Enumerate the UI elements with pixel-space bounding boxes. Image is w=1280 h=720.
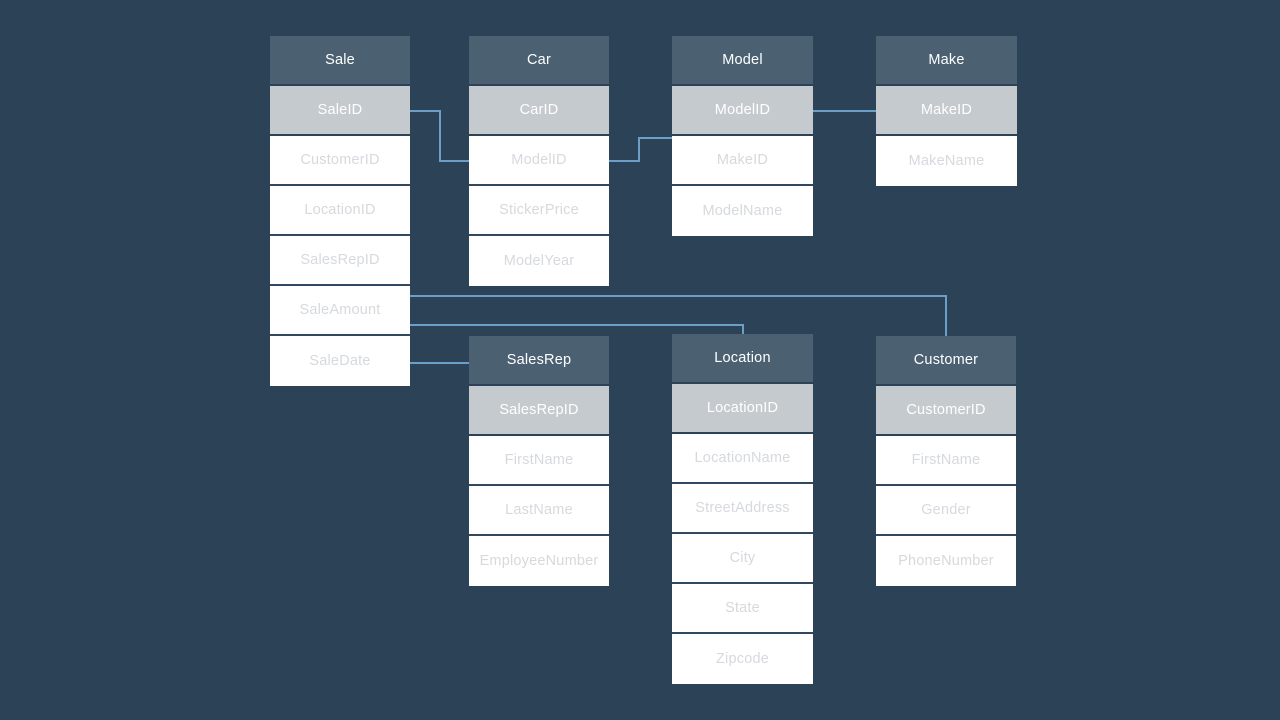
field-locationid[interactable]: LocationID (270, 186, 410, 236)
field-modelyear[interactable]: ModelYear (469, 236, 609, 286)
entity-title-make: Make (876, 36, 1017, 86)
field-saledate[interactable]: SaleDate (270, 336, 410, 386)
field-state[interactable]: State (672, 584, 813, 634)
field-phonenumber[interactable]: PhoneNumber (876, 536, 1016, 586)
entity-title-model: Model (672, 36, 813, 86)
field-salesrepid[interactable]: SalesRepID (270, 236, 410, 286)
field-zipcode[interactable]: Zipcode (672, 634, 813, 684)
primary-key-field-carid[interactable]: CarID (469, 86, 609, 136)
primary-key-field-salesrepid[interactable]: SalesRepID (469, 386, 609, 436)
primary-key-field-customerid[interactable]: CustomerID (876, 386, 1016, 436)
field-modelname[interactable]: ModelName (672, 186, 813, 236)
entity-title-sale: Sale (270, 36, 410, 86)
entity-title-car: Car (469, 36, 609, 86)
field-streetaddress[interactable]: StreetAddress (672, 484, 813, 534)
field-gender[interactable]: Gender (876, 486, 1016, 536)
field-makeid[interactable]: MakeID (672, 136, 813, 186)
field-customerid[interactable]: CustomerID (270, 136, 410, 186)
field-makename[interactable]: MakeName (876, 136, 1017, 186)
primary-key-field-makeid[interactable]: MakeID (876, 86, 1017, 136)
entity-title-salesrep: SalesRep (469, 336, 609, 386)
primary-key-field-modelid[interactable]: ModelID (672, 86, 813, 136)
field-lastname[interactable]: LastName (469, 486, 609, 536)
primary-key-field-locationid[interactable]: LocationID (672, 384, 813, 434)
field-stickerprice[interactable]: StickerPrice (469, 186, 609, 236)
entity-title-location: Location (672, 334, 813, 384)
relationship-line-car-modelid-to-model-modelid (609, 137, 672, 162)
relationship-line-sale-saleamount-to-customer-customerid (410, 295, 947, 336)
entity-title-customer: Customer (876, 336, 1016, 386)
relationship-line-sale-saleamount-to-location-locationid (410, 324, 744, 334)
field-firstname[interactable]: FirstName (469, 436, 609, 486)
relationship-line-sale-saleid-to-car-modelid (404, 110, 470, 162)
field-saleamount[interactable]: SaleAmount (270, 286, 410, 336)
field-firstname[interactable]: FirstName (876, 436, 1016, 486)
field-modelid[interactable]: ModelID (469, 136, 609, 186)
primary-key-field-saleid[interactable]: SaleID (270, 86, 410, 136)
field-city[interactable]: City (672, 534, 813, 584)
field-employeenumber[interactable]: EmployeeNumber (469, 536, 609, 586)
field-locationname[interactable]: LocationName (672, 434, 813, 484)
